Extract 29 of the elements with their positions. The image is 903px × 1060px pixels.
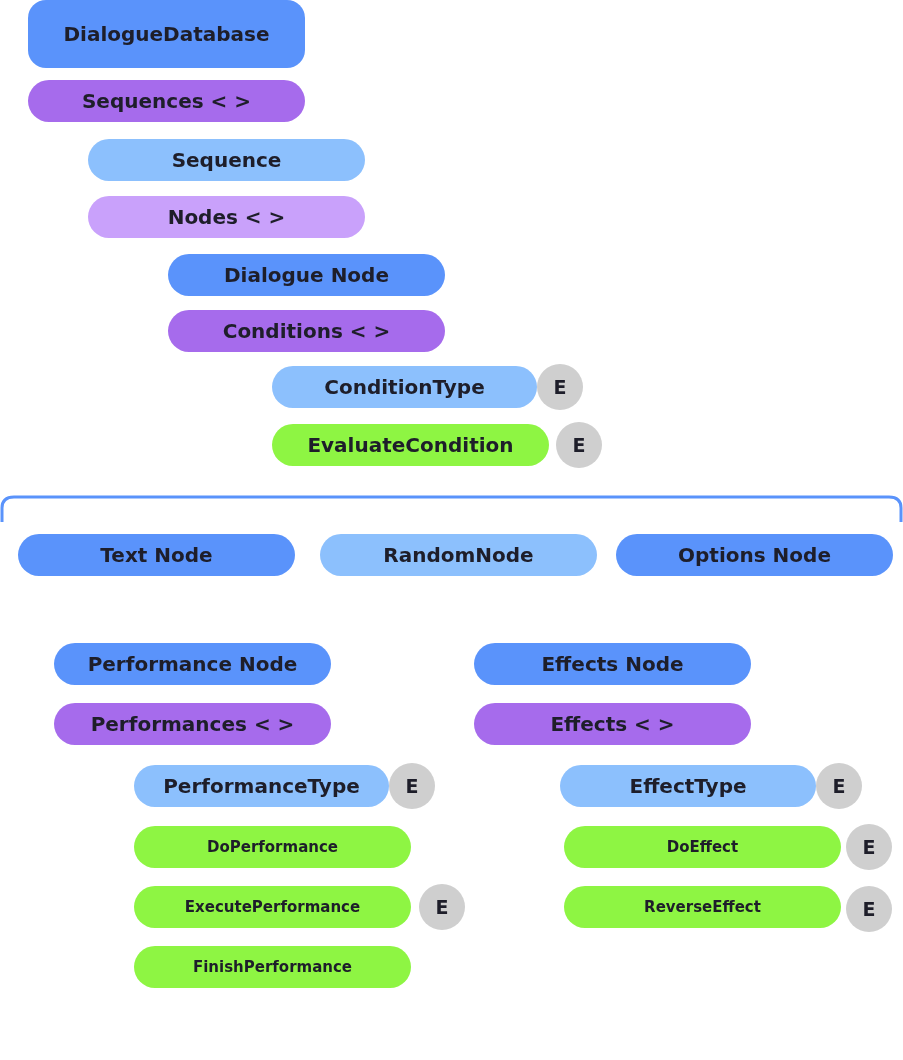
label-pill: ConditionType (272, 366, 537, 408)
label-pill: Performance Node (54, 643, 331, 685)
label-pill: Sequence (88, 139, 365, 181)
label-pill: ExecutePerformance (134, 886, 411, 928)
label-pill: Nodes < > (88, 196, 365, 238)
badge-circle: E (846, 824, 892, 870)
label-pill: Conditions < > (168, 310, 445, 352)
badge-circle: E (389, 763, 435, 809)
badge-circle: E (846, 886, 892, 932)
badge-circle: E (537, 364, 583, 410)
label-pill: EffectType (560, 765, 816, 807)
label-pill: DialogueDatabase (28, 0, 305, 68)
label-pill: EvaluateCondition (272, 424, 549, 466)
label-pill: Options Node (616, 534, 893, 576)
label-pill: FinishPerformance (134, 946, 411, 988)
badge-circle: E (556, 422, 602, 468)
label-pill: Effects < > (474, 703, 751, 745)
label-pill: ReverseEffect (564, 886, 841, 928)
label-pill: DoPerformance (134, 826, 411, 868)
label-pill: RandomNode (320, 534, 597, 576)
label-pill: Effects Node (474, 643, 751, 685)
label-pill: Performances < > (54, 703, 331, 745)
label-pill: Sequences < > (28, 80, 305, 122)
label-pill: DoEffect (564, 826, 841, 868)
label-pill: Text Node (18, 534, 295, 576)
badge-circle: E (419, 884, 465, 930)
badge-circle: E (816, 763, 862, 809)
label-pill: PerformanceType (134, 765, 389, 807)
label-pill: Dialogue Node (168, 254, 445, 296)
